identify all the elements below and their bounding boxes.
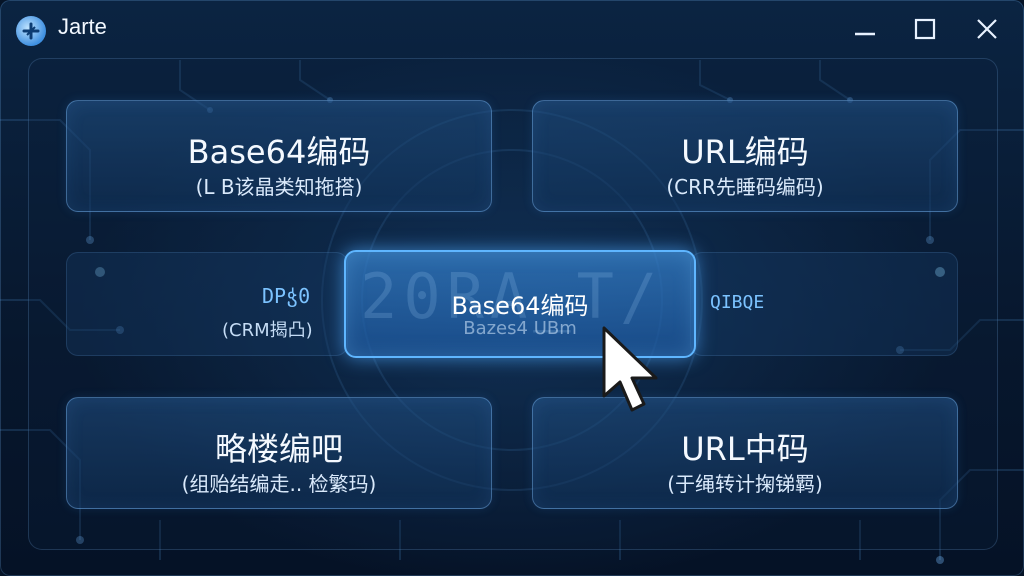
app-logo-icon	[16, 16, 46, 46]
maximize-button[interactable]	[908, 14, 942, 44]
decode-card[interactable]: 略楼编吧 (组贻结编走.. 检繁玛)	[66, 397, 492, 509]
card-subtitle: Bazes4 UBm	[463, 318, 577, 339]
card-subtitle: (组贻结编走.. 检繁玛)	[181, 472, 377, 496]
card-subtitle: (CRR先睡码编码)	[666, 175, 824, 199]
base64-encode-card[interactable]: Base64编码 (L B该晶类知拖搭)	[66, 100, 492, 212]
card-subtitle: (于绳转计掬锑羁)	[667, 472, 823, 496]
mouse-pointer-icon	[602, 326, 658, 412]
ghost-card-left[interactable]	[66, 252, 348, 356]
card-subtitle: (L B该晶类知拖搭)	[195, 175, 363, 199]
ghost-card-right-title: QIBQE	[710, 292, 765, 313]
ghost-card-left-subtitle: (CRM揭凸)	[222, 320, 313, 341]
card-title: Base64编码	[451, 292, 589, 320]
window-title: Jarte	[58, 14, 107, 39]
url-decode-card[interactable]: URL中码 (于绳转计掬锑羁)	[532, 397, 958, 509]
card-title: 略楼编吧	[214, 430, 343, 468]
base64-selected-card[interactable]: 20RA_T/ Base64编码 Bazes4 UBm	[344, 250, 696, 358]
minimize-icon	[855, 32, 875, 36]
card-title: Base64编码	[187, 133, 371, 171]
minimize-button[interactable]	[848, 14, 882, 44]
close-button[interactable]	[970, 14, 1004, 44]
close-icon	[977, 19, 997, 39]
ghost-card-left-title: DPჭ0	[262, 284, 311, 308]
url-encode-card[interactable]: URL编码 (CRR先睡码编码)	[532, 100, 958, 212]
card-title: URL编码	[681, 133, 809, 171]
maximize-icon	[914, 18, 936, 40]
title-bar: Jarte	[0, 0, 1024, 58]
card-title: URL中码	[681, 430, 809, 468]
card-background-text: 20RA_T/	[360, 260, 664, 333]
